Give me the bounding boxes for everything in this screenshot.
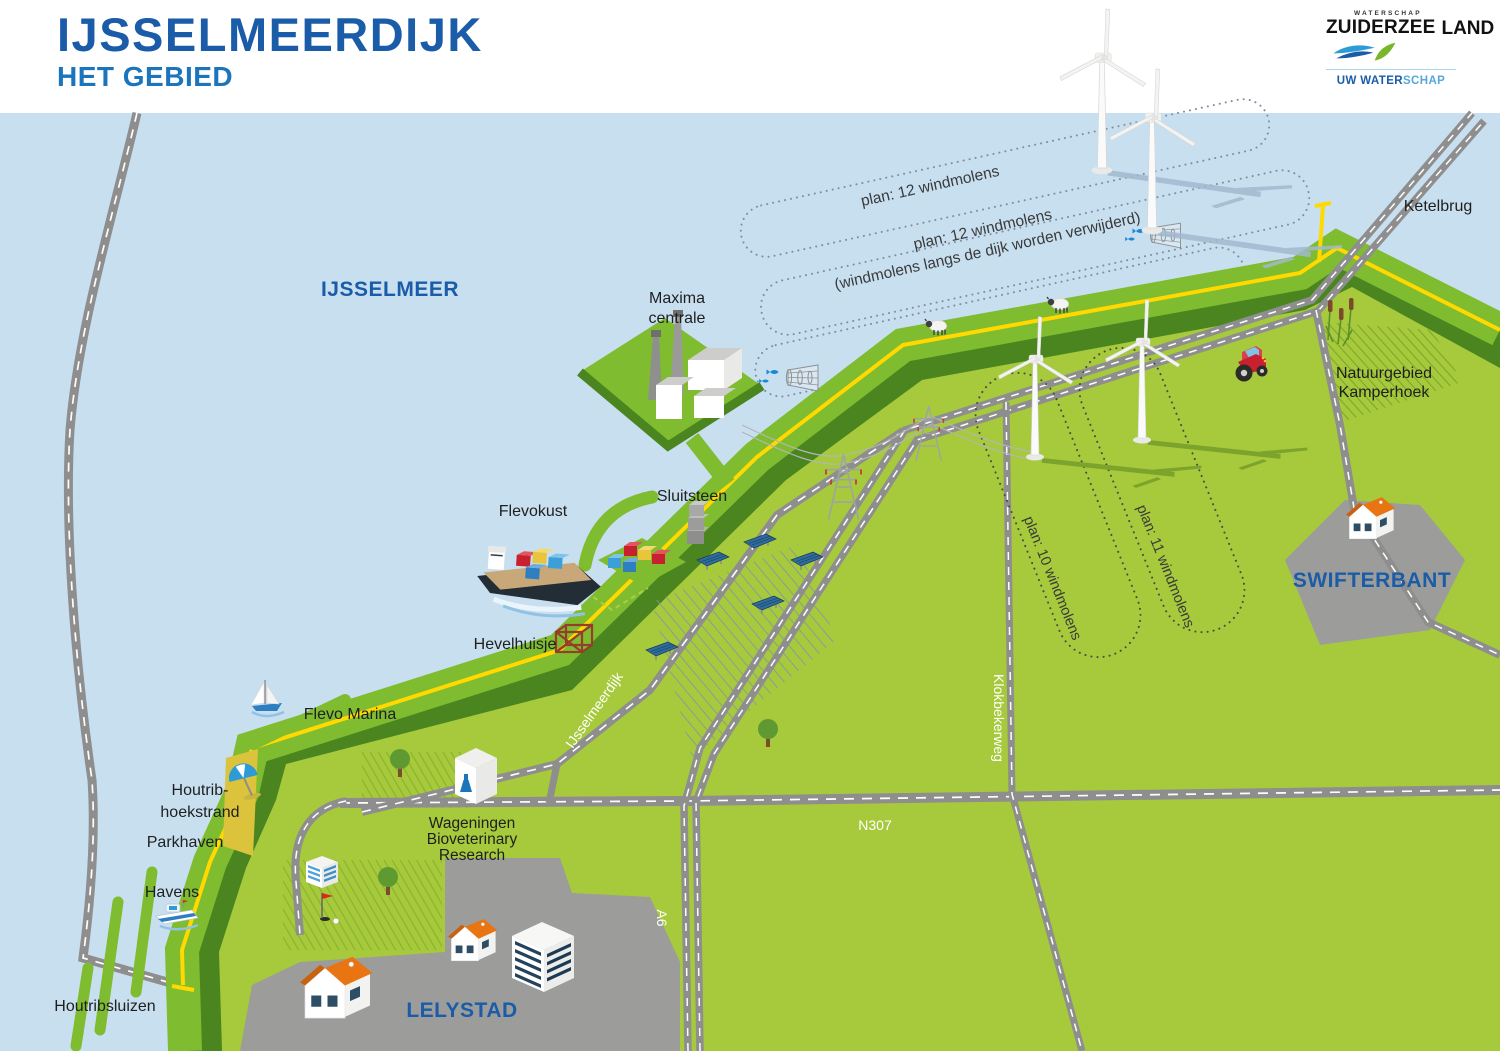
logo-tagline: UW WATERSCHAP xyxy=(1336,75,1446,87)
sea-label: IJSSELMEER xyxy=(321,278,459,301)
label-houtribhoekstrand-1: Houtrib- xyxy=(172,782,229,799)
label-swifterbant: SWIFTERBANT xyxy=(1293,569,1451,592)
flask-icon xyxy=(460,774,472,792)
page-subtitle: HET GEBIED xyxy=(57,61,234,93)
logo-land-text: LAND xyxy=(1441,18,1495,39)
label-n307: N307 xyxy=(858,817,892,833)
electricity-pylon-icon xyxy=(825,454,862,520)
svg-text:A6: A6 xyxy=(654,909,670,926)
logo-waterschap-text: WATERSCHAP xyxy=(1354,10,1422,17)
power-plant-icon xyxy=(648,310,742,419)
logo-wave-leaf-icon xyxy=(1333,42,1396,61)
label-ketelbrug: Ketelbrug xyxy=(1404,198,1473,215)
sailboat-icon xyxy=(250,680,285,718)
label-hevelhuisje: Hevelhuisje xyxy=(474,636,557,653)
label-wbr-1: Wageningen xyxy=(429,815,515,832)
motorboat-icon xyxy=(155,900,199,931)
svg-text:Klokbekerweg: Klokbekerweg xyxy=(991,674,1007,762)
golf-flag-icon xyxy=(320,893,339,924)
containers-icon xyxy=(608,542,671,572)
hevelhuisje-icon xyxy=(554,623,594,654)
label-flevo-marina: Flevo Marina xyxy=(304,706,397,723)
logo-rule xyxy=(1326,69,1456,70)
stone-stack-icon xyxy=(687,501,709,544)
label-lelystad: LELYSTAD xyxy=(406,999,517,1022)
reed-icon xyxy=(1325,298,1354,347)
label-wbr-3: Research xyxy=(439,847,505,864)
header: IJSSELMEERDIJK HET GEBIED xyxy=(57,10,483,93)
logo-zuiderzee-text: ZUIDERZEE xyxy=(1326,17,1436,38)
houtribdijk-road xyxy=(63,111,421,1051)
page-title: IJSSELMEERDIJK xyxy=(57,8,483,61)
label-havens: Havens xyxy=(145,884,199,901)
laboratory-icon xyxy=(455,748,497,804)
label-parkhaven: Parkhaven xyxy=(147,834,224,851)
tractor-icon xyxy=(1235,346,1268,382)
power-lines xyxy=(741,415,1037,465)
label-maxima-2: centrale xyxy=(649,310,706,327)
harbour-piers xyxy=(70,694,351,1051)
label-a6: A6 xyxy=(654,909,670,926)
label-wbr-2: Bioveterinary xyxy=(427,831,518,848)
flevokust-breakwater xyxy=(578,490,659,572)
label-houtribsluizen: Houtribsluizen xyxy=(54,998,155,1015)
pier-dashed-link xyxy=(585,587,649,612)
label-natuurgebied-2: Kamperhoek xyxy=(1339,384,1431,401)
electricity-pylon-icon xyxy=(913,405,945,461)
label-natuurgebied-1: Natuurgebied xyxy=(1336,365,1432,382)
label-houtribhoekstrand-2: hoekstrand xyxy=(160,804,239,821)
label-maxima-1: Maxima xyxy=(649,290,705,307)
office-building-icon xyxy=(512,922,574,992)
label-klokbekerweg: Klokbekerweg xyxy=(991,674,1007,762)
beach-umbrella-icon xyxy=(228,763,261,800)
label-flevokust: Flevokust xyxy=(499,503,568,520)
label-sluitsteen: Sluitsteen xyxy=(657,488,727,505)
container-ship-icon xyxy=(477,545,601,618)
greenhouse-icon xyxy=(306,856,338,888)
zuiderzeeland-logo: WATERSCHAP ZUIDERZEE LAND UW WATERSCHAP xyxy=(1326,10,1494,87)
